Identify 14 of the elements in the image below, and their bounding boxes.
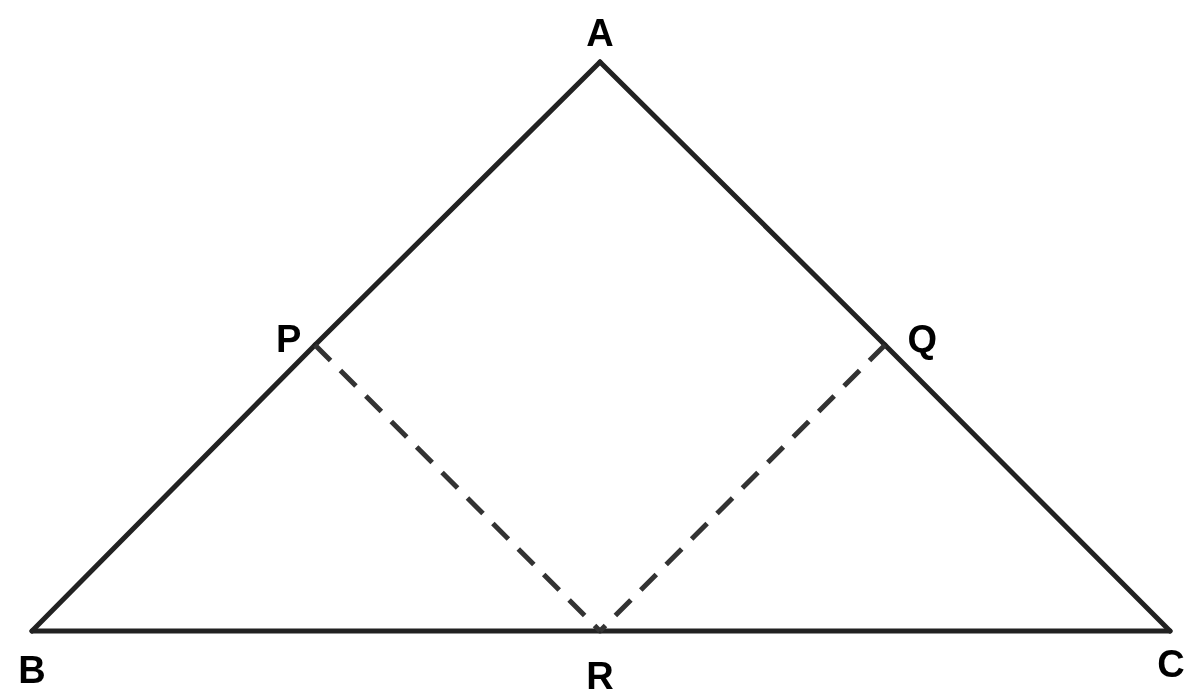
vertex-label: C (1148, 631, 1194, 683)
line-segment (29, 628, 603, 634)
dashed-line (598, 343, 887, 633)
line-segment (597, 59, 888, 348)
vertex-label: B (8, 631, 56, 689)
vertex-label: Q (885, 320, 937, 360)
line-segment (882, 342, 1173, 634)
dashed-line (313, 343, 602, 633)
line-segment (29, 342, 318, 634)
line-segment (312, 59, 603, 348)
vertex-label: A (580, 14, 620, 62)
line-segment (597, 628, 1173, 634)
vertex-label: P (276, 320, 315, 360)
vertex-label: R (578, 631, 622, 695)
